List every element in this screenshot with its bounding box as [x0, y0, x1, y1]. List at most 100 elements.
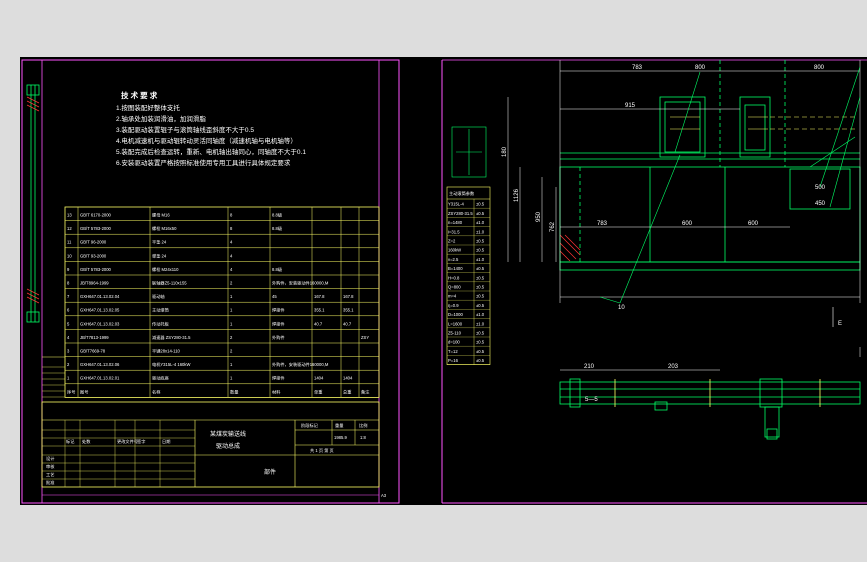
bom-header-note: 备注	[361, 388, 370, 395]
bom-cell-qty: 1	[230, 308, 233, 313]
sign-process: 工艺	[46, 472, 54, 477]
dim-section-1: 210	[584, 364, 595, 370]
dim-section-2: 203	[668, 364, 679, 370]
bom-cell-total: 1404	[343, 376, 353, 381]
plan-hatch	[559, 234, 581, 262]
view-arrow-label: E	[838, 321, 842, 327]
parameter-tolerance: ±1.0	[476, 229, 485, 234]
bom-cell-qty: 2	[230, 281, 233, 286]
bom-cell-no: 7	[67, 294, 70, 299]
part-label: 部件	[264, 468, 276, 476]
model-space-canvas[interactable]: A3 技 术 要 求 1.按图装配好整体支托 2.轴承处加装润滑油，加润滑脂	[20, 57, 867, 505]
bom-cell-code: GXH647.01.13.02.06	[80, 362, 120, 367]
dim-vertical-1: 180	[502, 146, 508, 157]
parameter-tolerance: ±0.5	[476, 349, 485, 354]
tech-req-item: 4.电机减速机与驱动辊转动灵活同轴度（减速机轴与电机轴等）	[116, 136, 297, 145]
parameter-name: P=16	[448, 358, 459, 363]
bom-cell-name: 螺栓 M24x110	[152, 266, 179, 273]
bom-cell-name: 驱动底座	[152, 375, 169, 382]
bom-cell-qty: 1	[230, 321, 233, 326]
dim-vertical-4: 762	[550, 221, 556, 232]
bom-cell-name: 平键28x14-110	[152, 348, 181, 355]
bom-cell-no: 6	[67, 308, 70, 313]
bom-header-unit: 单重	[314, 388, 322, 395]
bom-cell-unit: 1404	[314, 376, 324, 381]
parameter-tolerance: ±1.0	[476, 321, 485, 326]
bom-cell-code: GB/T 5783-2000	[80, 226, 112, 231]
bom-cell-code: GXH647.01.13.02.01	[80, 376, 120, 381]
bom-header-no: 序号	[67, 388, 75, 395]
bom-cell-no: 1	[67, 376, 70, 381]
parameter-table: 主动滚筒参数Y315L-4±0.5ZSY280-31.5±0.5n=1480±1…	[446, 126, 491, 365]
shaft-side-view	[26, 84, 40, 323]
bom-cell-material: 外购件，安装驱动件160000,M	[272, 280, 329, 287]
bom-cell-no: 13	[67, 213, 72, 218]
drawing-title-line2: 驱动总成	[216, 442, 240, 450]
detail-frame	[451, 126, 487, 178]
bom-header-qty: 数量	[230, 388, 238, 395]
bom-cell-total: 355.1	[343, 308, 354, 313]
bom-cell-no: 3	[67, 349, 70, 354]
dim-mid: 915	[625, 103, 636, 109]
bom-cell-material: 焊接件	[272, 320, 285, 327]
leader-lines	[599, 66, 861, 304]
dim-right-2: 450	[815, 201, 826, 207]
dim-top-1: 783	[632, 65, 643, 71]
parameter-name: Q=800	[448, 285, 461, 290]
parameter-name: Z5-110	[448, 331, 462, 336]
dim-bottom-3: 600	[748, 221, 759, 227]
parameter-tolerance: ±0.5	[476, 358, 485, 363]
bom-cell-qty: 4	[230, 267, 233, 272]
parameter-name: d=100	[448, 340, 460, 345]
dim-bottom-1: 783	[597, 221, 608, 227]
bom-cell-material: 8.8级	[272, 225, 283, 232]
sheet-size-label: A3	[381, 493, 387, 498]
bom-cell-material: 焊接件	[272, 375, 285, 382]
bom-cell-qty: 1	[230, 376, 233, 381]
parameter-name: 160kW	[448, 248, 461, 253]
drawing-svg: A3 技 术 要 求 1.按图装配好整体支托 2.轴承处加装润滑油，加润滑脂	[21, 59, 867, 504]
leader-label: 10	[618, 305, 625, 311]
bom-cell-total: 40.7	[343, 321, 352, 326]
bom-cell-qty: 8	[230, 213, 233, 218]
tech-req-item: 3.装配驱动装置辊子与滚筒轴线歪斜度不大于0.5	[116, 125, 254, 134]
parameter-name: v=2.5	[448, 257, 459, 262]
bom-cell-material: 45	[272, 294, 277, 299]
parameter-tolerance: ±0.5	[476, 275, 485, 280]
parameter-name: n=1480	[448, 220, 463, 225]
tech-req-item: 6.安装驱动装置严格按照标准使用专用工具进行具体规定要求	[116, 158, 291, 167]
bom-cell-no: 10	[67, 253, 72, 258]
bom-cell-no: 9	[67, 267, 70, 272]
parameter-tolerance: ±0.5	[476, 202, 485, 207]
section-label: 5—5	[585, 397, 598, 403]
bom-cell-code: GB/T 96-2000	[80, 240, 107, 245]
rev-date-label: 日期	[162, 439, 170, 445]
bom-cell-qty: 1	[230, 294, 233, 299]
bom-cell-code: GXH647.01.13.02.03	[80, 321, 120, 326]
bom-cell-material: 外购件	[272, 334, 285, 341]
bom-cell-name: 主动滚筒	[152, 307, 169, 314]
bom-cell-no: 8	[67, 281, 70, 286]
bom-header-material: 材料	[272, 388, 281, 395]
bom-cell-unit: 167.8	[314, 294, 325, 299]
bom-cell-code: GB/T 93-2000	[80, 253, 107, 258]
dim-bottom-2: 600	[682, 221, 693, 227]
bom-cell-qty: 1	[230, 362, 233, 367]
drawing-title-line1: 某煤炭输送线	[210, 430, 246, 438]
bom-cell-no: 11	[67, 240, 72, 245]
parameter-name: m=4	[448, 294, 457, 299]
bom-cell-name: 平垫 24	[152, 239, 167, 246]
parameter-name: L=1600	[448, 321, 463, 326]
dim-top-3: 800	[814, 65, 825, 71]
rev-mark-label: 标记	[66, 438, 75, 445]
sign-design: 设计	[46, 455, 54, 462]
bom-cell-unit: 40.7	[314, 321, 323, 326]
parameter-name: ZSY280-31.5	[448, 211, 473, 216]
bom-cell-qty: 4	[230, 240, 233, 245]
section-dimensions	[560, 347, 861, 371]
bom-cell-name: 弹垫 24	[152, 252, 167, 259]
parameter-tolerance: ±0.5	[476, 266, 485, 271]
parameter-name: Y315L-4	[448, 202, 465, 207]
rev-sign-label: 签字	[137, 438, 145, 444]
